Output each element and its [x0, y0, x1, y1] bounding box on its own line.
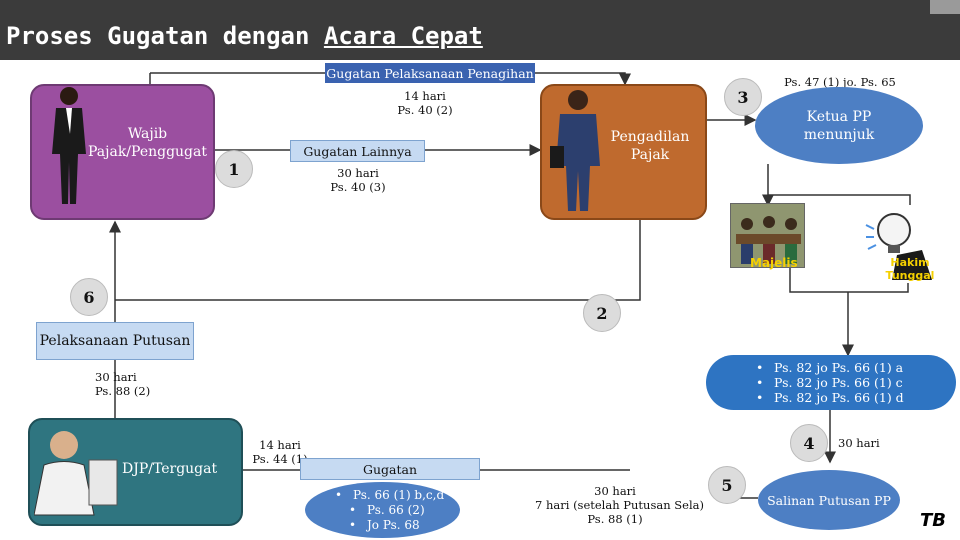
step-6-badge: 6	[70, 278, 108, 316]
gugatan-bullet: Ps. 66 (1) b,c,d	[335, 488, 444, 503]
pasal-bullet: Ps. 82 jo Ps. 66 (1) d	[756, 390, 904, 405]
page-title: Proses Gugatan dengan Acara Cepat	[6, 22, 483, 50]
step-2-badge: 2	[583, 294, 621, 332]
gugatan-bullet: Jo Ps. 68	[335, 518, 444, 533]
corner-decoration	[930, 0, 960, 14]
step-3-badge: 3	[724, 78, 762, 116]
operator-icon	[34, 431, 118, 516]
meeting-icon	[736, 216, 801, 264]
lightbulb-icon	[865, 213, 932, 280]
salinan-putusan-pp-node: Salinan Putusan PP	[758, 470, 900, 530]
note-ps-47: Ps. 47 (1) jo. Ps. 65	[784, 75, 896, 89]
pasal-bullet: Ps. 82 jo Ps. 66 (1) c	[756, 375, 904, 390]
step-5-badge: 5	[708, 466, 746, 504]
pengadilan-pajak-label: Pengadilan Pajak	[610, 129, 690, 163]
majelis-label: Majelis	[750, 256, 798, 270]
gugatan-box: Gugatan	[300, 458, 480, 480]
pasal-bullets-pill: Ps. 82 jo Ps. 66 (1) a Ps. 82 jo Ps. 66 …	[706, 355, 956, 410]
gugatan-pelaksanaan-penagihan-box: Gugatan Pelaksanaan Penagihan	[325, 63, 535, 83]
gugatan-bullet: Ps. 66 (2)	[335, 503, 444, 518]
header-bar	[0, 0, 960, 60]
businessman-icon	[52, 87, 86, 204]
logo: TB	[906, 510, 960, 540]
ketua-pp-menunjuk-node: Ketua PP menunjuk	[755, 87, 923, 164]
pelaksanaan-putusan-box: Pelaksanaan Putusan	[36, 322, 194, 360]
step-1-badge: 1	[215, 150, 253, 188]
majelis-image	[730, 203, 805, 268]
note-30-hari-step-4: 30 hari	[838, 436, 880, 450]
gugatan-lainnya-box: Gugatan Lainnya	[290, 140, 425, 162]
gugatan-bullets-ellipse: Ps. 66 (1) b,c,d Ps. 66 (2) Jo Ps. 68	[305, 482, 460, 538]
hakim-tunggal-label: Hakim Tunggal	[885, 256, 935, 282]
step-4-badge: 4	[790, 424, 828, 462]
wajib-pajak-label: Wajib Pajak/Penggugat	[88, 126, 207, 160]
official-icon	[550, 90, 600, 211]
djp-tergugat-label: DJP/Tergugat	[122, 461, 218, 477]
pasal-bullet: Ps. 82 jo Ps. 66 (1) a	[756, 360, 904, 375]
